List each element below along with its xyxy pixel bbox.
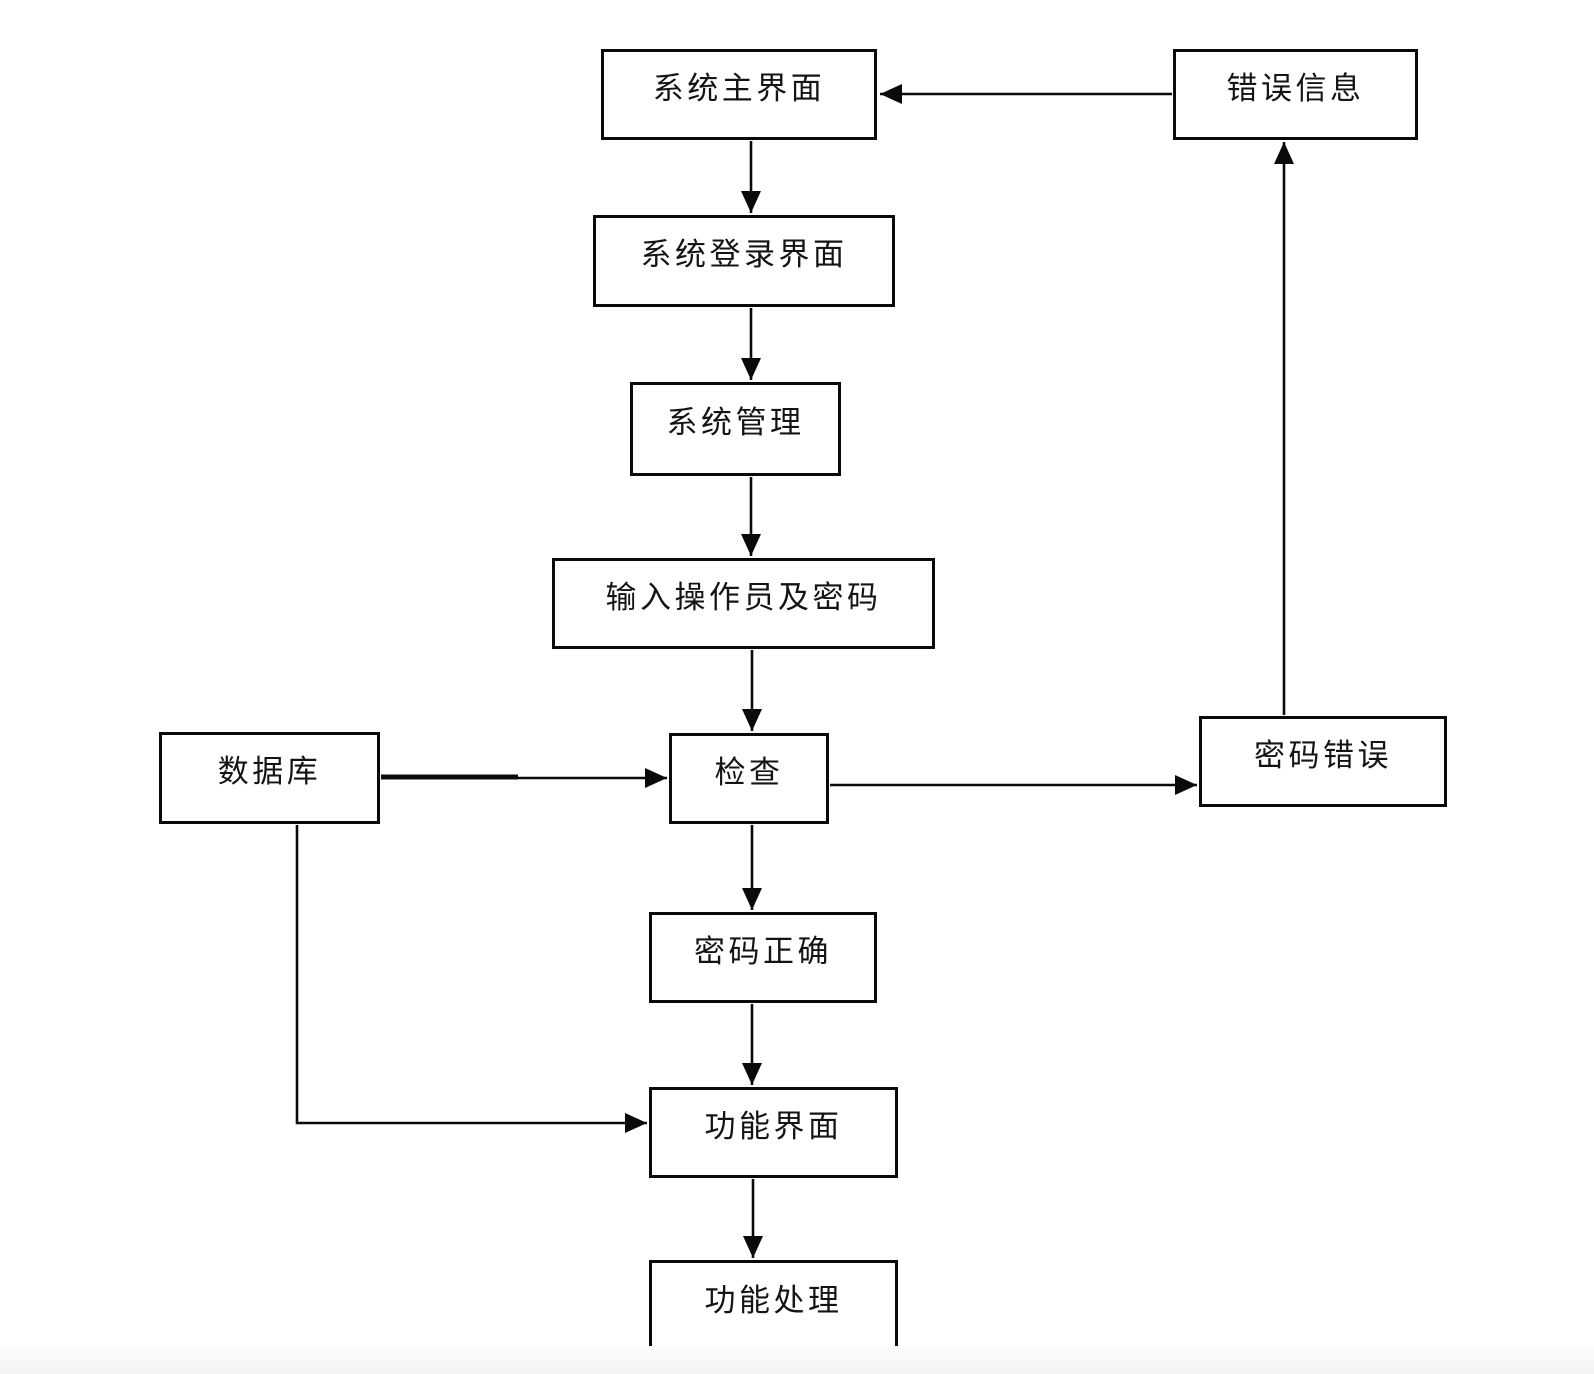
node-system-main-interface: 系统主界面 xyxy=(601,49,877,140)
arrowhead-main-to-login xyxy=(741,191,761,213)
node-system-management: 系统管理 xyxy=(630,382,841,476)
node-label: 密码错误 xyxy=(1254,737,1392,773)
node-label: 功能界面 xyxy=(704,1108,843,1144)
node-password-wrong: 密码错误 xyxy=(1199,716,1447,807)
node-label: 数据库 xyxy=(217,754,322,789)
arrowhead-input-to-check xyxy=(742,709,762,731)
arrowhead-pwdwrong-to-errorinfo xyxy=(1274,142,1294,164)
node-label: 输入操作员及密码 xyxy=(605,579,882,615)
node-password-correct: 密码正确 xyxy=(649,912,877,1003)
node-label: 系统登录界面 xyxy=(640,237,848,272)
node-error-info: 错误信息 xyxy=(1173,49,1418,140)
arrowhead-pwdcorrect-to-funcui xyxy=(742,1063,762,1085)
arrowhead-funcui-to-funcproc xyxy=(743,1236,763,1258)
edge-database-to-funcui xyxy=(295,825,647,1125)
arrowhead-database-to-check xyxy=(645,768,667,788)
node-system-login-interface: 系统登录界面 xyxy=(593,215,895,307)
node-check: 检查 xyxy=(669,733,829,824)
arrowhead-errorinfo-to-main xyxy=(880,84,902,104)
arrowhead-check-to-pwdwrong xyxy=(1175,775,1197,795)
arrowhead-check-to-pwdcorrect xyxy=(742,888,762,910)
node-label: 错误信息 xyxy=(1226,70,1365,106)
page-footer-strip xyxy=(0,1346,1594,1374)
node-label: 功能处理 xyxy=(704,1282,843,1318)
node-label: 密码正确 xyxy=(694,933,832,969)
node-label: 检查 xyxy=(714,754,784,790)
node-label: 系统主界面 xyxy=(652,70,826,106)
arrowhead-sysmgmt-to-input xyxy=(741,534,761,556)
arrowhead-database-to-funcui xyxy=(625,1113,647,1133)
node-label: 系统管理 xyxy=(666,405,805,440)
node-database: 数据库 xyxy=(159,732,380,824)
node-function-processing: 功能处理 xyxy=(649,1260,898,1353)
node-function-interface: 功能界面 xyxy=(649,1087,898,1178)
arrowhead-login-to-sysmgmt xyxy=(741,358,761,380)
node-input-operator-password: 输入操作员及密码 xyxy=(552,558,935,649)
